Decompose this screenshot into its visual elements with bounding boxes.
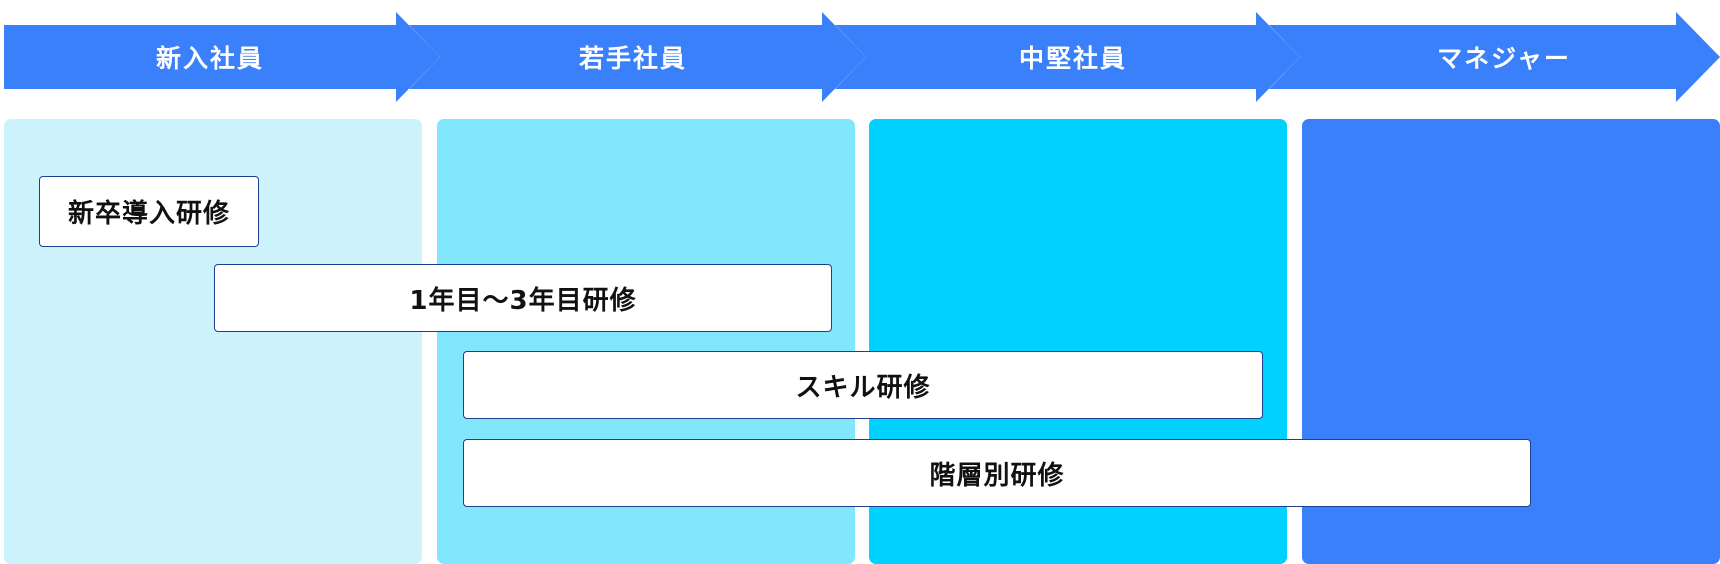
stage-arrow-manager bbox=[1269, 12, 1720, 102]
program-skill-training: スキル研修 bbox=[463, 351, 1263, 419]
stage-label-mid-level: 中堅社員 bbox=[1018, 44, 1128, 73]
stage-arrows bbox=[4, 12, 1720, 102]
stage-arrow-new-hire bbox=[4, 12, 440, 102]
stage-arrow-junior bbox=[409, 12, 866, 102]
stage-label-new-hire: 新入社員 bbox=[155, 44, 265, 73]
program-tiered-training: 階層別研修 bbox=[463, 439, 1531, 507]
stage-arrow-mid-level bbox=[835, 12, 1300, 102]
program-year-1-to-3-training: 1年目〜3年目研修 bbox=[214, 264, 832, 332]
stage-label-junior: 若手社員 bbox=[578, 44, 688, 73]
stage-label-manager: マネジャー bbox=[1437, 44, 1571, 73]
program-new-grad-onboarding: 新卒導入研修 bbox=[39, 176, 259, 247]
